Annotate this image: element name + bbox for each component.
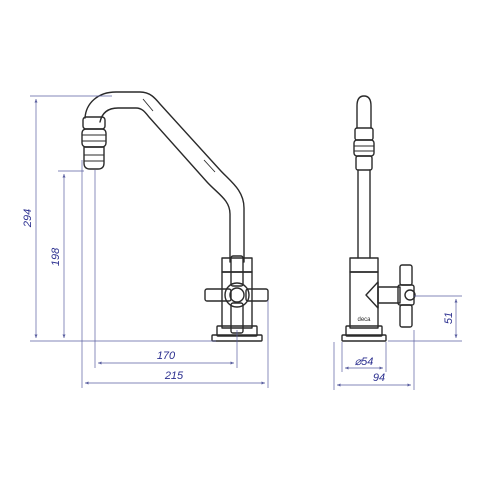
- side-spout-cap: [356, 95, 372, 129]
- side-view: deca 51 ⌀54 9: [333, 95, 462, 390]
- front-view: 294 198 170 215: [22, 91, 269, 388]
- aerator: [81, 116, 107, 170]
- dimension-handle-height: 51: [388, 295, 462, 342]
- dimension-label-54: ⌀54: [355, 356, 374, 368]
- dimension-total-reach: 215: [81, 160, 269, 388]
- dimension-spout-height: 198: [50, 170, 84, 338]
- side-aerator: [353, 127, 375, 171]
- dimension-spout-reach: 170: [94, 170, 238, 368]
- dimension-label-51: 51: [443, 312, 455, 324]
- dimension-label-198: 198: [50, 247, 62, 266]
- dimension-side-depth: 94: [333, 330, 415, 390]
- dimension-label-170: 170: [157, 350, 176, 362]
- spout-inner-line: [99, 107, 231, 263]
- dimension-label-94: 94: [373, 372, 385, 384]
- spout-outer-line: [84, 91, 245, 263]
- faucet-body: [211, 257, 263, 342]
- cross-handle[interactable]: [204, 255, 269, 334]
- dimension-total-height: 294: [22, 95, 216, 342]
- spout-seam: [203, 159, 216, 173]
- brand-mark: deca: [357, 317, 371, 323]
- dimension-label-215: 215: [164, 370, 184, 382]
- side-body: deca: [341, 257, 387, 342]
- dimension-label-294: 294: [22, 209, 34, 228]
- side-handle[interactable]: [365, 264, 416, 328]
- spout-seam: [142, 98, 154, 112]
- dimension-base-diameter: ⌀54: [341, 342, 387, 372]
